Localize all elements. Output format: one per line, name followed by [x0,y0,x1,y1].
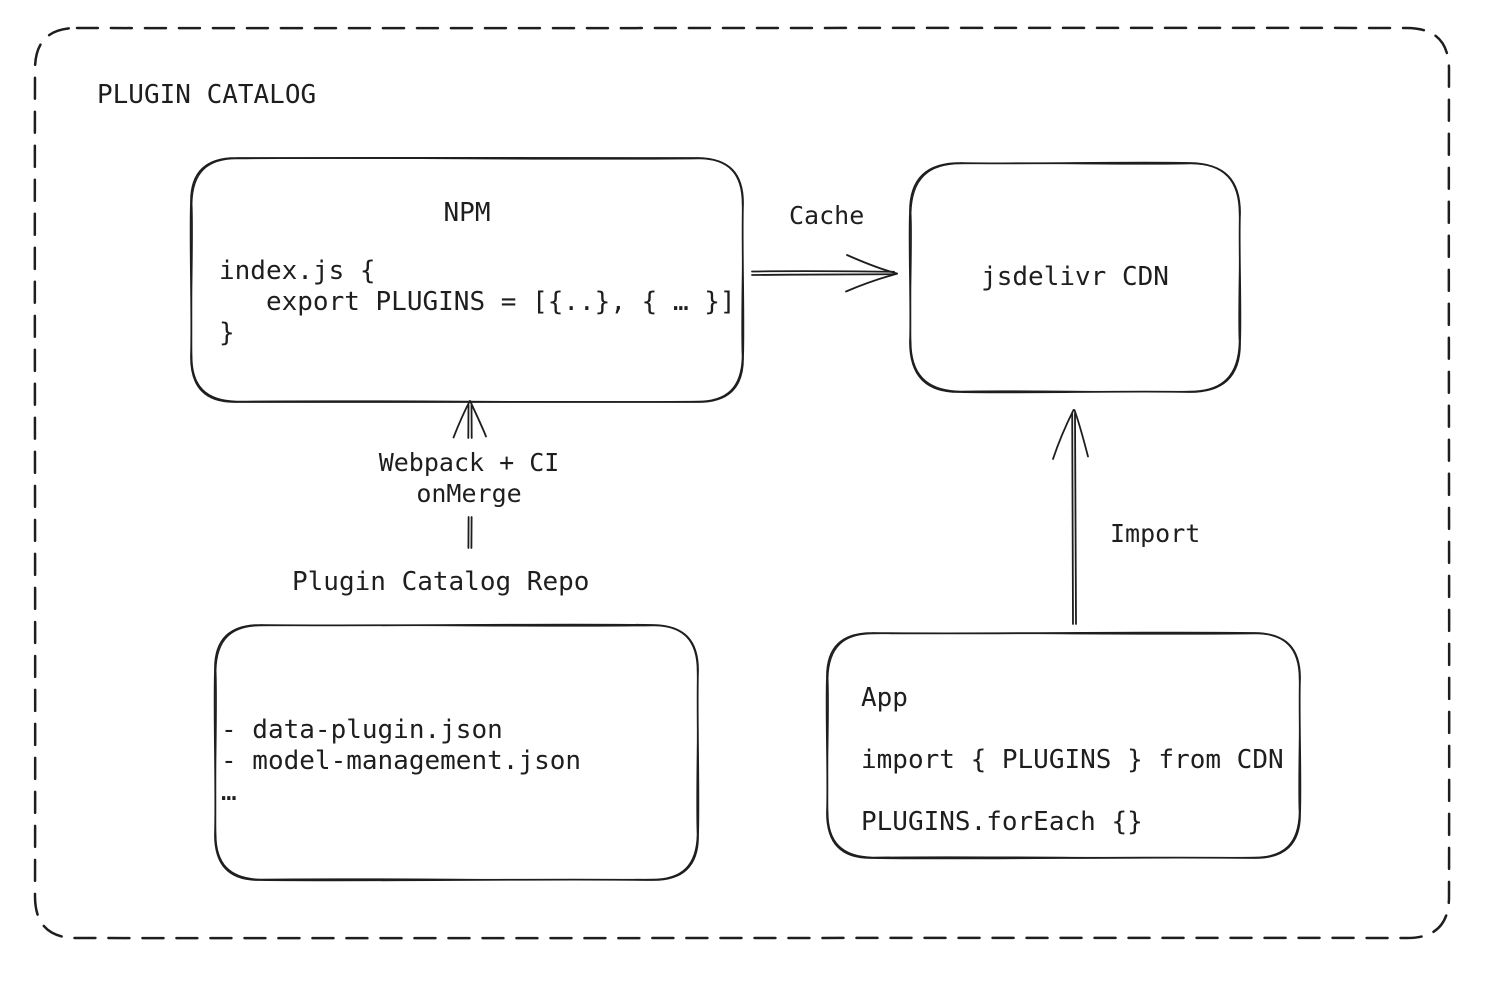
app-box-outline [825,631,1302,860]
npm-node-code: index.js { export PLUGINS = [{..}, { … }… [219,256,736,348]
plugin-catalog-boundary [33,26,1451,940]
app-node: App import { PLUGINS } from CDN PLUGINS.… [827,633,1300,858]
repo-node-file-list: - data-plugin.json - model-management.js… [221,715,582,807]
build-arrow [452,400,487,549]
npm-node-title: NPM [443,198,491,228]
build-edge-label-line2: onMerge [416,479,522,508]
diagram-title: PLUGIN CATALOG [97,80,317,110]
import-edge-label: Import [1110,519,1201,548]
repo-box-outline [213,623,700,882]
cache-arrow [751,254,898,293]
app-node-code-foreach: PLUGINS.forEach {} [861,807,1143,837]
cache-edge-label: Cache [789,201,865,230]
app-node-code-import: import { PLUGINS } from CDN [861,745,1284,775]
build-edge-label-line1: Webpack + CI [378,448,560,477]
build-edge-label: Webpack + CI onMerge [344,447,594,509]
cdn-node-title: jsdelivr CDN [981,262,1169,292]
npm-box-outline [189,156,745,404]
app-node-title: App [861,683,908,713]
repo-node: - data-plugin.json - model-management.js… [215,625,698,880]
cdn-node: jsdelivr CDN [910,163,1240,392]
import-arrow [1052,409,1089,625]
cdn-box-outline [908,161,1242,394]
npm-node: NPM index.js { export PLUGINS = [{..}, {… [191,158,743,402]
repo-node-title: Plugin Catalog Repo [292,567,590,597]
